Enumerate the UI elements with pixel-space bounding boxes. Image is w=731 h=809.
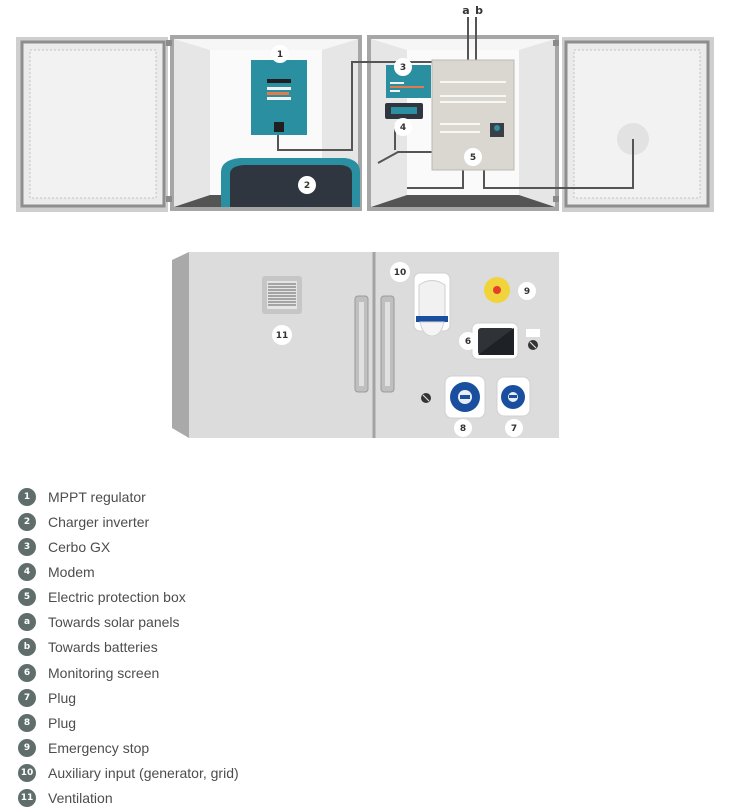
svg-text:10: 10 [394,268,407,278]
legend-item-3: 3 Cerbo GX [18,536,110,558]
legend-badge: 6 [18,664,36,682]
legend-label: Ventilation [48,790,113,806]
plug-socket-large [444,375,486,419]
marker-9: 9 [518,282,536,300]
legend-badge: 10 [18,764,36,782]
legend-item-10: 10 Auxiliary input (generator, grid) [18,762,239,784]
mppt-regulator [251,60,307,135]
svg-text:7: 7 [511,424,517,434]
marker-5: 5 [464,148,482,166]
legend-label: Towards solar panels [48,614,180,630]
legend-label: Cerbo GX [48,539,111,555]
legend-badge: 9 [18,739,36,757]
marker-11: 11 [272,325,292,345]
legend-label: Electric protection box [48,589,186,605]
marker-4: 4 [394,118,412,136]
legend-item-9: 9 Emergency stop [18,737,149,759]
svg-text:9: 9 [524,287,530,297]
marker-8: 8 [454,419,472,437]
auxiliary-input-socket [413,272,451,337]
legend-item-b: b Towards batteries [18,636,158,658]
svg-text:3: 3 [400,63,406,73]
svg-text:4: 4 [400,123,406,133]
marker-3: 3 [394,58,412,76]
svg-text:2: 2 [304,181,310,191]
svg-text:11: 11 [276,331,289,341]
legend-item-11: 11 Ventilation [18,787,113,809]
legend-item-2: 2 Charger inverter [18,511,149,533]
left-open-door [16,37,168,212]
right-open-door [562,37,714,212]
label-a: a [462,4,469,17]
emergency-stop-button [484,277,510,303]
legend-item-1: 1 MPPT regulator [18,486,146,508]
legend-item-5: 5 Electric protection box [18,586,186,608]
legend-item-6: 6 Monitoring screen [18,662,159,684]
marker-10: 10 [390,262,410,282]
legend-badge: 4 [18,563,36,581]
marker-2: 2 [298,176,316,194]
marker-1: 1 [271,45,289,63]
legend-item-8: 8 Plug [18,712,76,734]
legend-badge: 2 [18,513,36,531]
screws [421,329,540,403]
legend-badge: 3 [18,538,36,556]
monitoring-screen [471,322,519,360]
legend-item-7: 7 Plug [18,687,76,709]
legend-label: Monitoring screen [48,665,160,681]
legend-item-4: 4 Modem [18,561,95,583]
svg-text:6: 6 [465,337,471,347]
legend-badge: 8 [18,714,36,732]
svg-text:5: 5 [470,153,476,163]
legend-label: Plug [48,690,77,706]
legend-label: Towards batteries [48,639,158,655]
marker-6: 6 [459,332,477,350]
legend-item-a: a Towards solar panels [18,611,180,633]
label-b: b [475,4,483,17]
cables [277,30,634,189]
legend-label: Plug [48,715,77,731]
legend-label: Charger inverter [48,514,150,530]
modem [385,103,423,119]
plug-socket-small [496,376,531,417]
legend-badge: 7 [18,689,36,707]
cabinet-diagram: a b [16,4,714,438]
charger-inverter [221,158,360,207]
legend-badge: a [18,613,36,631]
legend-badge: 5 [18,588,36,606]
svg-text:8: 8 [460,424,466,434]
legend-badge: b [18,638,36,656]
svg-text:1: 1 [277,50,283,60]
ventilation-grille [262,276,302,314]
marker-7: 7 [505,419,523,437]
legend-badge: 11 [18,789,36,807]
legend-badge: 1 [18,488,36,506]
legend-label: Emergency stop [48,740,150,756]
legend-label: Auxiliary input (generator, grid) [48,765,239,781]
legend-label: Modem [48,564,95,580]
legend-label: MPPT regulator [48,489,146,505]
